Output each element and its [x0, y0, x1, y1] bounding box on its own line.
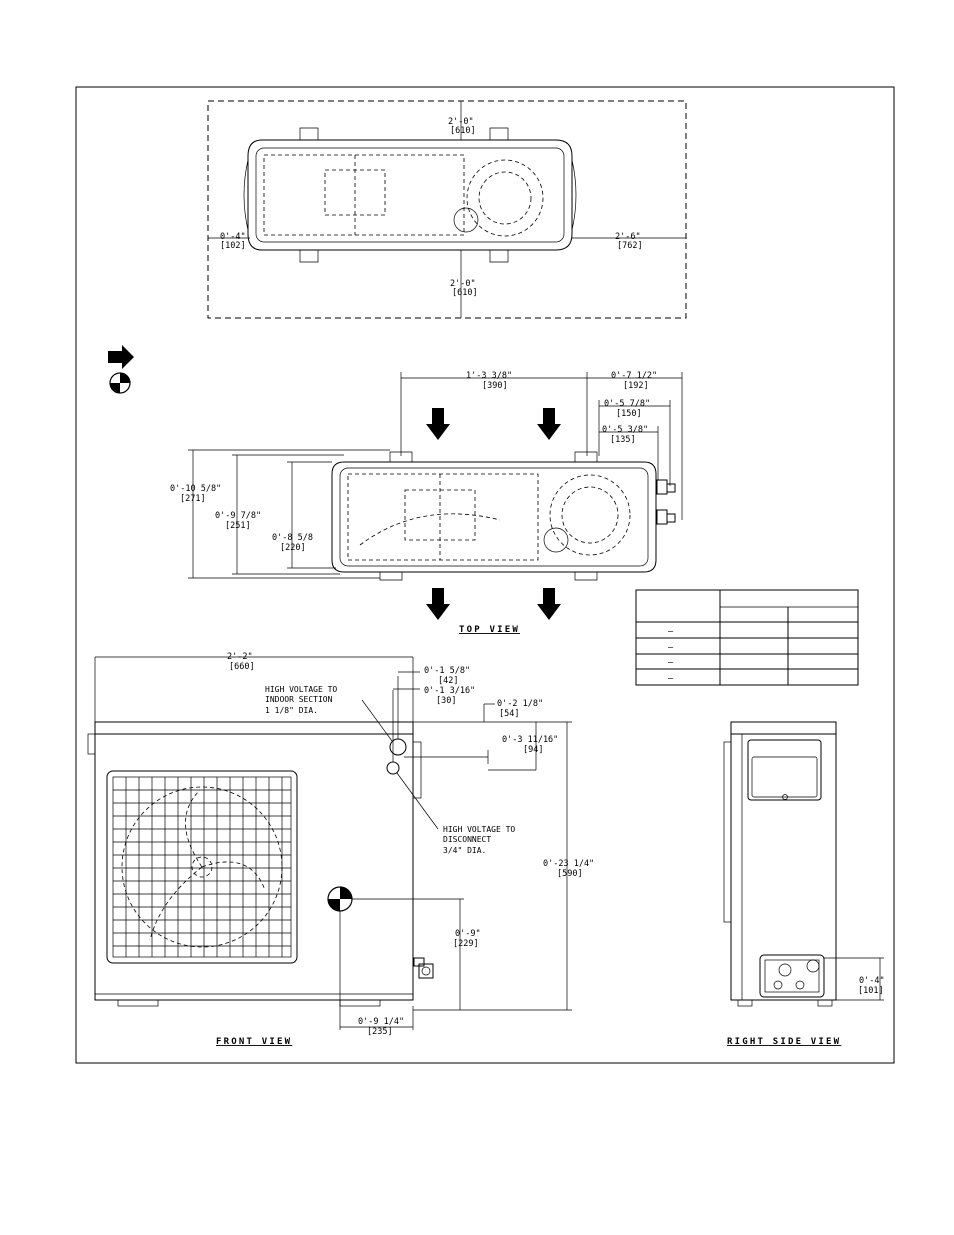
dim-cg-offset-mm: [235]: [367, 1027, 393, 1037]
airflow-out-arrow-icon: [426, 588, 450, 620]
right-side-view: 0'-4" [101] RIGHT SIDE VIEW: [723, 721, 885, 1047]
drawing-border: [75, 86, 895, 1064]
dim-hole-drop-mm: [94]: [523, 745, 543, 755]
dim-depth-mid-mm: [251]: [225, 521, 251, 531]
dim-valve-b-mm: [150]: [616, 409, 642, 419]
front-view: 2'-2" [660] 0'-1 5/8" [42] 0'-1 3/16" [3…: [87, 652, 594, 1047]
legend: [108, 345, 134, 394]
dim-top-offset: 0'-2 1/8": [497, 699, 543, 709]
right-side-view-caption: RIGHT SIDE VIEW: [727, 1037, 841, 1047]
dim-top-clear: 2'-0": [448, 117, 474, 127]
data-table: — — — —: [635, 589, 859, 686]
front-cabinet: [94, 721, 414, 1001]
dim-left-clear: 0'-4": [220, 232, 246, 242]
dim-left-clear-mm: [102]: [220, 241, 246, 251]
side-access-panel: [747, 739, 822, 801]
table-row-mark: —: [668, 658, 674, 668]
dim-depth-inner: 0'-8 5/8: [272, 533, 313, 543]
dim-valve-c-mm: [135]: [610, 435, 636, 445]
note-hv-indoor-line1: HIGH VOLTAGE TO: [265, 685, 337, 694]
airflow-in-arrow-icon: [537, 408, 561, 440]
table-row-mark: —: [668, 674, 674, 684]
note-hv-disconnect-line1: HIGH VOLTAGE TO: [443, 825, 515, 834]
dim-bottom-clear: 2'-0": [450, 279, 476, 289]
clearance-unit-outline: [247, 139, 573, 251]
dim-height: 0'-23 1/4": [543, 859, 594, 869]
table-row-mark: —: [668, 627, 674, 637]
clearance-boundary: [207, 100, 687, 319]
dim-width-mm: [660]: [229, 662, 255, 672]
airflow-in-arrow-icon: [426, 408, 450, 440]
hv-disconnect-knockout: [386, 761, 400, 775]
dim-valve-a: 0'-7 1/2": [611, 371, 657, 381]
dim-hole-drop: 0'-3 11/16": [502, 735, 558, 745]
dim-cg-offset: 0'-9 1/4": [358, 1017, 404, 1027]
top-view: 1'-3 3/8" [390] 0'-7 1/2" [192] 0'-5 7/8…: [170, 371, 683, 635]
clearance-view: 2'-0" [610] 0'-4" [102] 2'-6" [762] 2'-0…: [207, 100, 687, 319]
note-hv-indoor-line2: INDOOR SECTION: [265, 695, 333, 704]
top-view-unit-outline: [331, 461, 657, 573]
center-of-gravity-icon: [327, 886, 353, 912]
dim-depth-outer-mm: [271]: [180, 494, 206, 504]
dim-width: 2'-2": [227, 652, 253, 662]
dim-valve-b: 0'-5 7/8": [604, 399, 650, 409]
dim-valve-c: 0'-5 3/8": [602, 425, 648, 435]
dim-top-clear-mm: [610]: [450, 126, 476, 136]
dim-top-offset-mm: [54]: [499, 709, 519, 719]
valve-plate: [759, 954, 825, 998]
dim-right-clear-mm: [762]: [617, 241, 643, 251]
note-hv-indoor-line3: 1 1/8" DIA.: [265, 706, 318, 715]
dim-depth-mid: 0'-9 7/8": [215, 511, 261, 521]
dim-hv-a: 0'-1 5/8": [424, 666, 470, 676]
dim-valve-a-mm: [192]: [623, 381, 649, 391]
center-of-gravity-icon: [109, 372, 131, 394]
dim-depth-inner-mm: [220]: [280, 543, 306, 553]
top-view-caption: TOP VIEW: [459, 625, 520, 635]
airflow-out-arrow-icon: [537, 588, 561, 620]
dim-cg-height: 0'-9": [455, 929, 481, 939]
dim-height-mm: [590]: [557, 869, 583, 879]
dim-depth-outer: 0'-10 5/8": [170, 484, 221, 494]
dim-right-clear: 2'-6": [615, 232, 641, 242]
fan-grille: [106, 770, 298, 964]
dim-hv-b: 0'-1 3/16": [424, 686, 475, 696]
dim-side-valve-mm: [101]: [858, 986, 884, 996]
grille-bars: [113, 777, 291, 957]
front-view-caption: FRONT VIEW: [216, 1037, 292, 1047]
table-row-mark: —: [668, 643, 674, 653]
dim-hv-a-mm: [42]: [438, 676, 458, 686]
dim-cg-height-mm: [229]: [453, 939, 479, 949]
airflow-arrow-icon: [108, 345, 134, 369]
dim-bottom-clear-mm: [610]: [452, 288, 478, 298]
dim-arrow-span: 1'-3 3/8": [466, 371, 512, 381]
dim-hv-b-mm: [30]: [436, 696, 456, 706]
hv-indoor-knockout: [389, 738, 407, 756]
note-hv-disconnect-line3: 3/4" DIA.: [443, 846, 486, 855]
note-hv-disconnect-line2: DISCONNECT: [443, 835, 491, 844]
dim-side-valve: 0'-4": [859, 976, 885, 986]
dim-arrow-span-mm: [390]: [482, 381, 508, 391]
side-cabinet: [730, 721, 837, 1001]
